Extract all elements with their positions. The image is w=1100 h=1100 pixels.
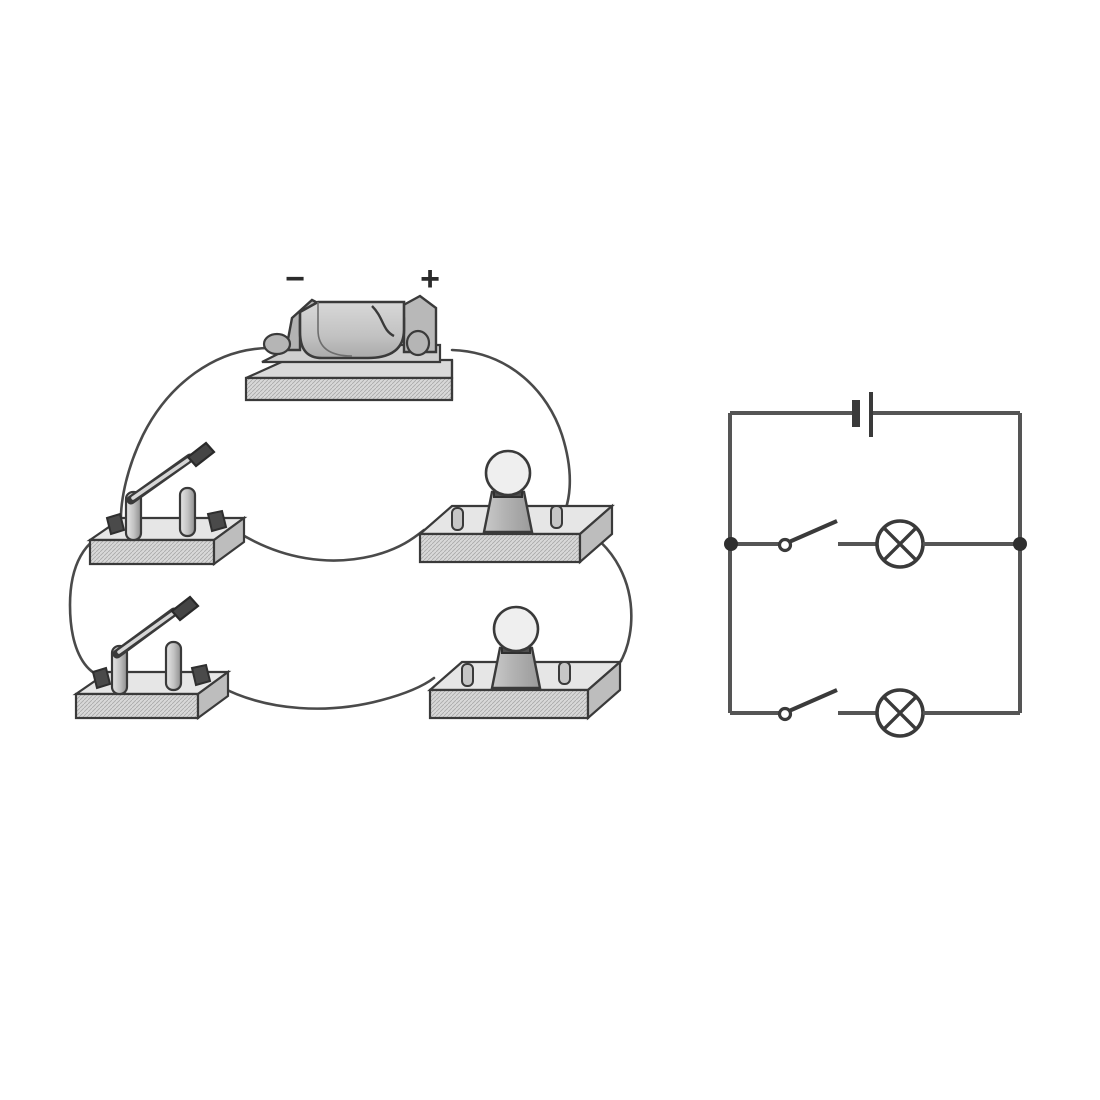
switch-upper-terminal-right[interactable] [206, 509, 228, 533]
lamp-upper-base-side [578, 503, 614, 565]
switch-upper-lever-highlight [131, 458, 190, 500]
lamp-symbol-upper [875, 519, 925, 569]
wire-battery-neg-to-switch-upper [119, 346, 272, 527]
battery-base [244, 358, 454, 402]
junction-node-right [1013, 537, 1027, 551]
switch-upper-terminal-left[interactable] [105, 512, 126, 536]
battery-strap [371, 305, 395, 338]
switch-symbol-lower-lever[interactable] [788, 688, 838, 713]
pictorial-panel: − + [68, 260, 633, 721]
lamp-upper-terminal-left[interactable] [451, 507, 464, 531]
switch-symbol-lower[interactable] [777, 688, 838, 722]
schematic-panel [724, 392, 1027, 738]
switch-upper-post-right [178, 486, 197, 538]
switch-upper-base-side [212, 515, 246, 567]
battery-positive-label: + [420, 260, 440, 298]
lamp-lower-base-front [428, 688, 590, 720]
battery-cell-on-stand: − + [244, 260, 454, 402]
lamp-upper-base-front [418, 532, 582, 564]
knife-switch-upper[interactable] [86, 441, 248, 567]
switch-upper-handle[interactable] [186, 441, 216, 468]
switch-lower-lever-highlight [117, 612, 174, 654]
switch-lower-handle[interactable] [170, 595, 200, 622]
battery-terminal-negative-knob [262, 332, 292, 356]
switch-symbol-upper[interactable] [777, 519, 838, 553]
wire-battery-pos-to-lamp-upper [450, 348, 572, 523]
lamp-lower-terminal-right[interactable] [558, 661, 571, 685]
lamp-lower-terminal-left[interactable] [461, 663, 474, 687]
switch-symbol-upper-lever[interactable] [788, 519, 838, 544]
lamp-upper[interactable] [417, 449, 615, 565]
battery-negative-label: − [285, 260, 305, 298]
switch-lower-base-front [74, 692, 200, 720]
lamp-symbol-lower-cross [882, 695, 918, 731]
schematic-branch-bottom [777, 688, 1020, 738]
knife-switch-lower[interactable] [72, 595, 232, 721]
switch-upper-base-front [88, 538, 216, 566]
battery-symbol [852, 392, 873, 437]
lamp-lower-base-side [586, 659, 622, 721]
switch-lower-terminal-right[interactable] [190, 663, 212, 687]
lamp-upper-terminal-right[interactable] [550, 505, 563, 529]
wire-switch-upper-to-lamp-upper [234, 528, 426, 562]
lamp-symbol-lower [875, 688, 925, 738]
battery-terminal-positive-knob [405, 329, 431, 357]
switch-lower-post-right [164, 640, 183, 692]
battery-cell-body [298, 300, 406, 360]
battery-cell-highlight [317, 302, 353, 357]
lamp-upper-glass [484, 449, 532, 497]
lamp-symbol-upper-cross [882, 526, 918, 562]
switch-symbol-lower-pivot[interactable] [777, 706, 793, 722]
wire-switch-lower-to-lamp-lower [217, 676, 436, 710]
junction-node-left [724, 537, 738, 551]
schematic-branch-middle [724, 519, 1027, 569]
lamp-lower[interactable] [427, 605, 623, 721]
switch-symbol-upper-pivot[interactable] [777, 537, 793, 553]
switch-lower-terminal-left[interactable] [91, 666, 112, 690]
lamp-lower-glass [492, 605, 540, 653]
switch-lower-base-side [196, 669, 230, 721]
